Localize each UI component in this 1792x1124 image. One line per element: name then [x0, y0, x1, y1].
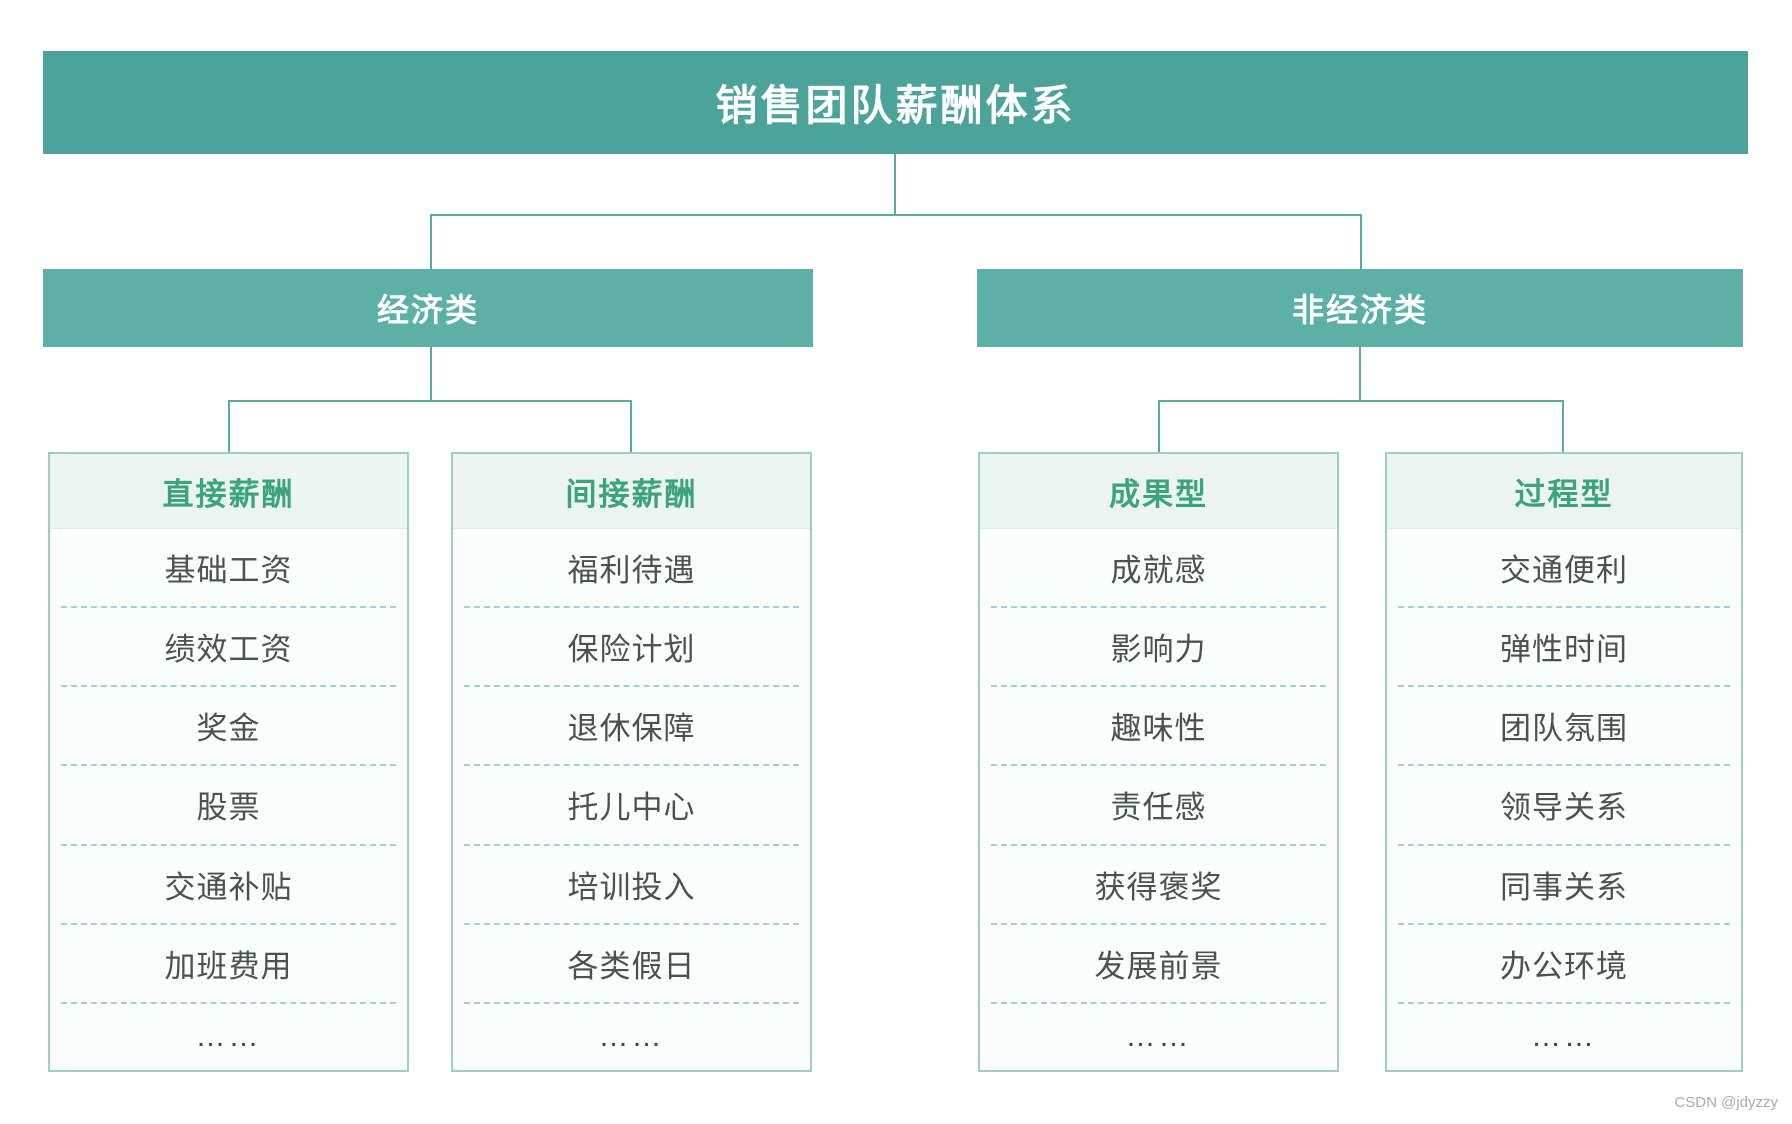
list-item: 领导关系	[1398, 764, 1730, 843]
connector-root-stem	[894, 154, 896, 216]
group-indirect-pay-header: 间接薪酬	[453, 454, 810, 529]
connector-economic-crossbar	[228, 400, 632, 402]
list-item: 保险计划	[464, 606, 799, 685]
list-item: 影响力	[991, 606, 1326, 685]
list-item: 福利待遇	[567, 553, 696, 589]
connector-root-crossbar	[430, 214, 1362, 216]
group-result-type-header: 成果型	[980, 454, 1337, 529]
list-item-ellipsis: ……	[464, 1001, 799, 1070]
list-item: 绩效工资	[61, 606, 396, 685]
branch-economic: 经济类	[43, 269, 813, 347]
branch-non-economic-label: 非经济类	[1291, 292, 1428, 328]
group-process-type: 过程型 交通便利 弹性时间 团队氛围 领导关系 同事关系 办公环境 ……	[1385, 452, 1743, 1072]
list-item: 发展前景	[991, 922, 1326, 1002]
list-item: 托儿中心	[464, 764, 799, 843]
list-item: 奖金	[61, 685, 396, 764]
list-item: 责任感	[991, 764, 1326, 843]
root-node-label: 销售团队薪酬体系	[715, 82, 1076, 129]
list-item-ellipsis: ……	[991, 1001, 1326, 1070]
list-item: 团队氛围	[1398, 685, 1730, 764]
group-direct-pay-header: 直接薪酬	[50, 454, 407, 529]
connector-drop-non-economic	[1360, 214, 1362, 269]
list-item: 趣味性	[991, 685, 1326, 764]
connector-drop-indirect-pay	[630, 400, 632, 452]
connector-drop-process-type	[1562, 400, 1564, 452]
list-item: 获得褒奖	[991, 843, 1326, 923]
group-indirect-pay: 间接薪酬 福利待遇 保险计划 退休保障 托儿中心 培训投入 各类假日 ……	[451, 452, 812, 1072]
list-item: 弹性时间	[1398, 606, 1730, 685]
list-item: 加班费用	[61, 922, 396, 1002]
connector-drop-result-type	[1158, 400, 1160, 452]
group-direct-pay: 直接薪酬 基础工资 绩效工资 奖金 股票 交通补贴 加班费用 ……	[48, 452, 409, 1072]
list-item: 交通补贴	[61, 843, 396, 923]
list-item-ellipsis: ……	[1398, 1001, 1730, 1070]
connector-drop-direct-pay	[228, 400, 230, 452]
group-result-type: 成果型 成就感 影响力 趣味性 责任感 获得褒奖 发展前景 ……	[978, 452, 1339, 1072]
list-item: 同事关系	[1398, 843, 1730, 923]
list-item: 成就感	[1110, 553, 1207, 589]
connector-drop-economic	[430, 214, 432, 269]
list-item: 培训投入	[464, 843, 799, 923]
branch-non-economic: 非经济类	[977, 269, 1743, 347]
connector-non-economic-crossbar	[1158, 400, 1564, 402]
connector-economic-stem	[430, 347, 432, 401]
list-item: 基础工资	[164, 553, 293, 589]
list-item: 股票	[61, 764, 396, 843]
watermark: CSDN @jdyzzy	[1674, 1094, 1778, 1111]
branch-economic-label: 经济类	[376, 292, 479, 328]
list-item: 各类假日	[464, 922, 799, 1002]
root-node: 销售团队薪酬体系	[43, 51, 1748, 154]
list-item: 交通便利	[1500, 553, 1628, 589]
list-item: 办公环境	[1398, 922, 1730, 1002]
connector-non-economic-stem	[1359, 347, 1361, 401]
list-item-ellipsis: ……	[61, 1001, 396, 1070]
group-process-type-header: 过程型	[1387, 454, 1741, 529]
list-item: 退休保障	[464, 685, 799, 764]
